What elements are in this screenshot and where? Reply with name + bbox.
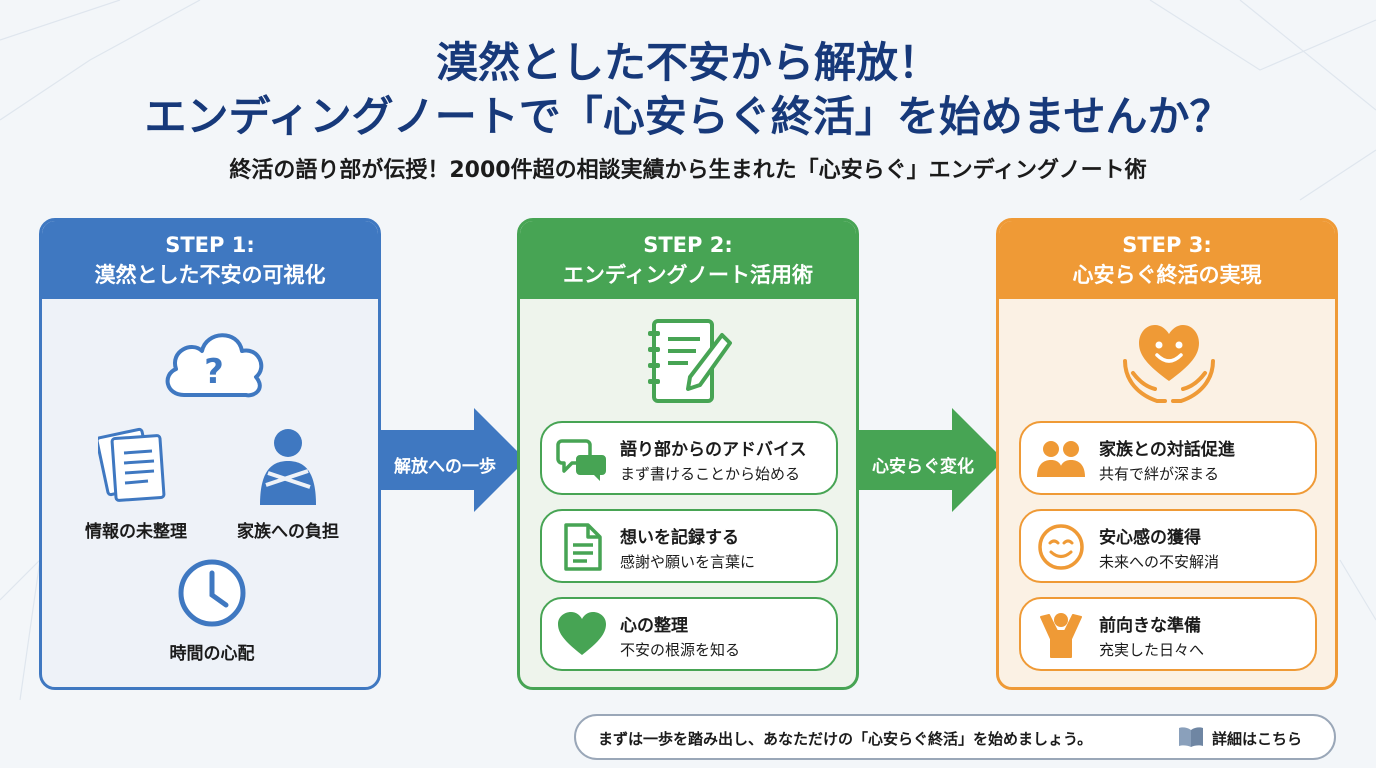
step3-item-1-desc: 共有で絆が深まる [1099, 465, 1220, 483]
footer-message: まずは一歩を踏み出し、あなただけの「心安らぐ終活」を始めましょう。 [598, 730, 1093, 748]
step3-header: STEP 3: 心安らぐ終活の実現 [999, 221, 1335, 299]
step2-card: STEP 2: エンディングノート活用術 語り部からのアドバイス まず書けること… [517, 218, 859, 690]
step2-number: STEP 2: [643, 233, 733, 257]
step2-item-2: 想いを記録する 感謝や願いを言葉に [540, 509, 838, 583]
step2-item-2-desc: 感謝や願いを言葉に [620, 553, 756, 571]
details-link[interactable]: 詳細はこちら [1212, 730, 1303, 748]
step3-item-1: 家族との対話促進 共有で絆が深まる [1019, 421, 1317, 495]
arrow1-label: 解放への一歩 [394, 457, 496, 477]
chat-bubbles-icon [556, 439, 606, 481]
step1-item-2: 家族への負担 [237, 522, 339, 542]
question-cloud-icon: ? [165, 333, 264, 398]
step3-item-2-desc: 未来への不安解消 [1099, 553, 1220, 571]
page-subtitle: 終活の語り部が伝授！2000件超の相談実績から生まれた「心安らぐ」エンディングノ… [229, 158, 1147, 183]
notebook-pen-icon [648, 319, 732, 403]
document-icon [564, 523, 602, 571]
clock-icon [178, 559, 246, 627]
person-worried-icon [260, 429, 316, 505]
svg-text:?: ? [204, 352, 224, 392]
step3-number: STEP 3: [1122, 233, 1212, 257]
smile-face-icon [1038, 524, 1084, 570]
title-line-2: エンディングノートで「心安らぐ終活」を始めませんか？ [144, 92, 1232, 141]
step2-item-1-desc: まず書けることから始める [620, 465, 801, 483]
step1-item-3: 時間の心配 [169, 644, 255, 664]
step3-card: STEP 3: 心安らぐ終活の実現 家族との対話促進 共有で絆が深まる 安心感の… [996, 218, 1338, 690]
step2-item-3: 心の整理 不安の根源を知る [540, 597, 838, 671]
step1-header: STEP 1: 漠然とした不安の可視化 [42, 221, 378, 299]
title-line-1: 漠然とした不安から解放！ [435, 38, 940, 87]
heart-icon [558, 612, 606, 655]
person-cheering-icon [1040, 613, 1082, 658]
arrow-right-icon [378, 408, 526, 512]
step2-title: エンディングノート活用術 [562, 263, 814, 287]
documents-icon [98, 427, 166, 502]
step2-header: STEP 2: エンディングノート活用術 [520, 221, 856, 299]
step2-item-1: 語り部からのアドバイス まず書けることから始める [540, 421, 838, 495]
step3-title: 心安らぐ終活の実現 [1072, 263, 1262, 287]
step3-item-2: 安心感の獲得 未来への不安解消 [1019, 509, 1317, 583]
step1-title: 漠然とした不安の可視化 [94, 263, 326, 287]
page-title: 漠然とした不安から解放！ エンディングノートで「心安らぐ終活」を始めませんか？ [0, 36, 1376, 144]
step3-item-3: 前向きな準備 充実した日々へ [1019, 597, 1317, 671]
hands-heart-icon [1123, 325, 1215, 403]
book-icon [1179, 727, 1203, 747]
step2-item-3-title: 心の整理 [620, 616, 688, 636]
step2-item-3-desc: 不安の根源を知る [620, 641, 741, 659]
step3-item-3-desc: 充実した日々へ [1099, 641, 1205, 659]
family-icon [1037, 441, 1085, 477]
arrow-right-icon [856, 408, 1004, 512]
step3-item-1-title: 家族との対話促進 [1099, 440, 1235, 460]
arrow2-label: 心安らぐ変化 [872, 457, 974, 477]
step3-item-3-title: 前向きな準備 [1099, 616, 1201, 636]
step2-item-2-title: 想いを記録する [620, 528, 739, 548]
step1-item-1: 情報の未整理 [85, 522, 187, 542]
step3-item-2-title: 安心感の獲得 [1099, 528, 1201, 548]
step1-number: STEP 1: [165, 233, 255, 257]
footer-banner[interactable]: まずは一歩を踏み出し、あなただけの「心安らぐ終活」を始めましょう。 詳細はこちら [574, 714, 1336, 760]
step1-card: STEP 1: 漠然とした不安の可視化 ? 情報の未整理 家族への負担 時間の心… [39, 218, 381, 690]
step2-item-1-title: 語り部からのアドバイス [620, 440, 807, 460]
